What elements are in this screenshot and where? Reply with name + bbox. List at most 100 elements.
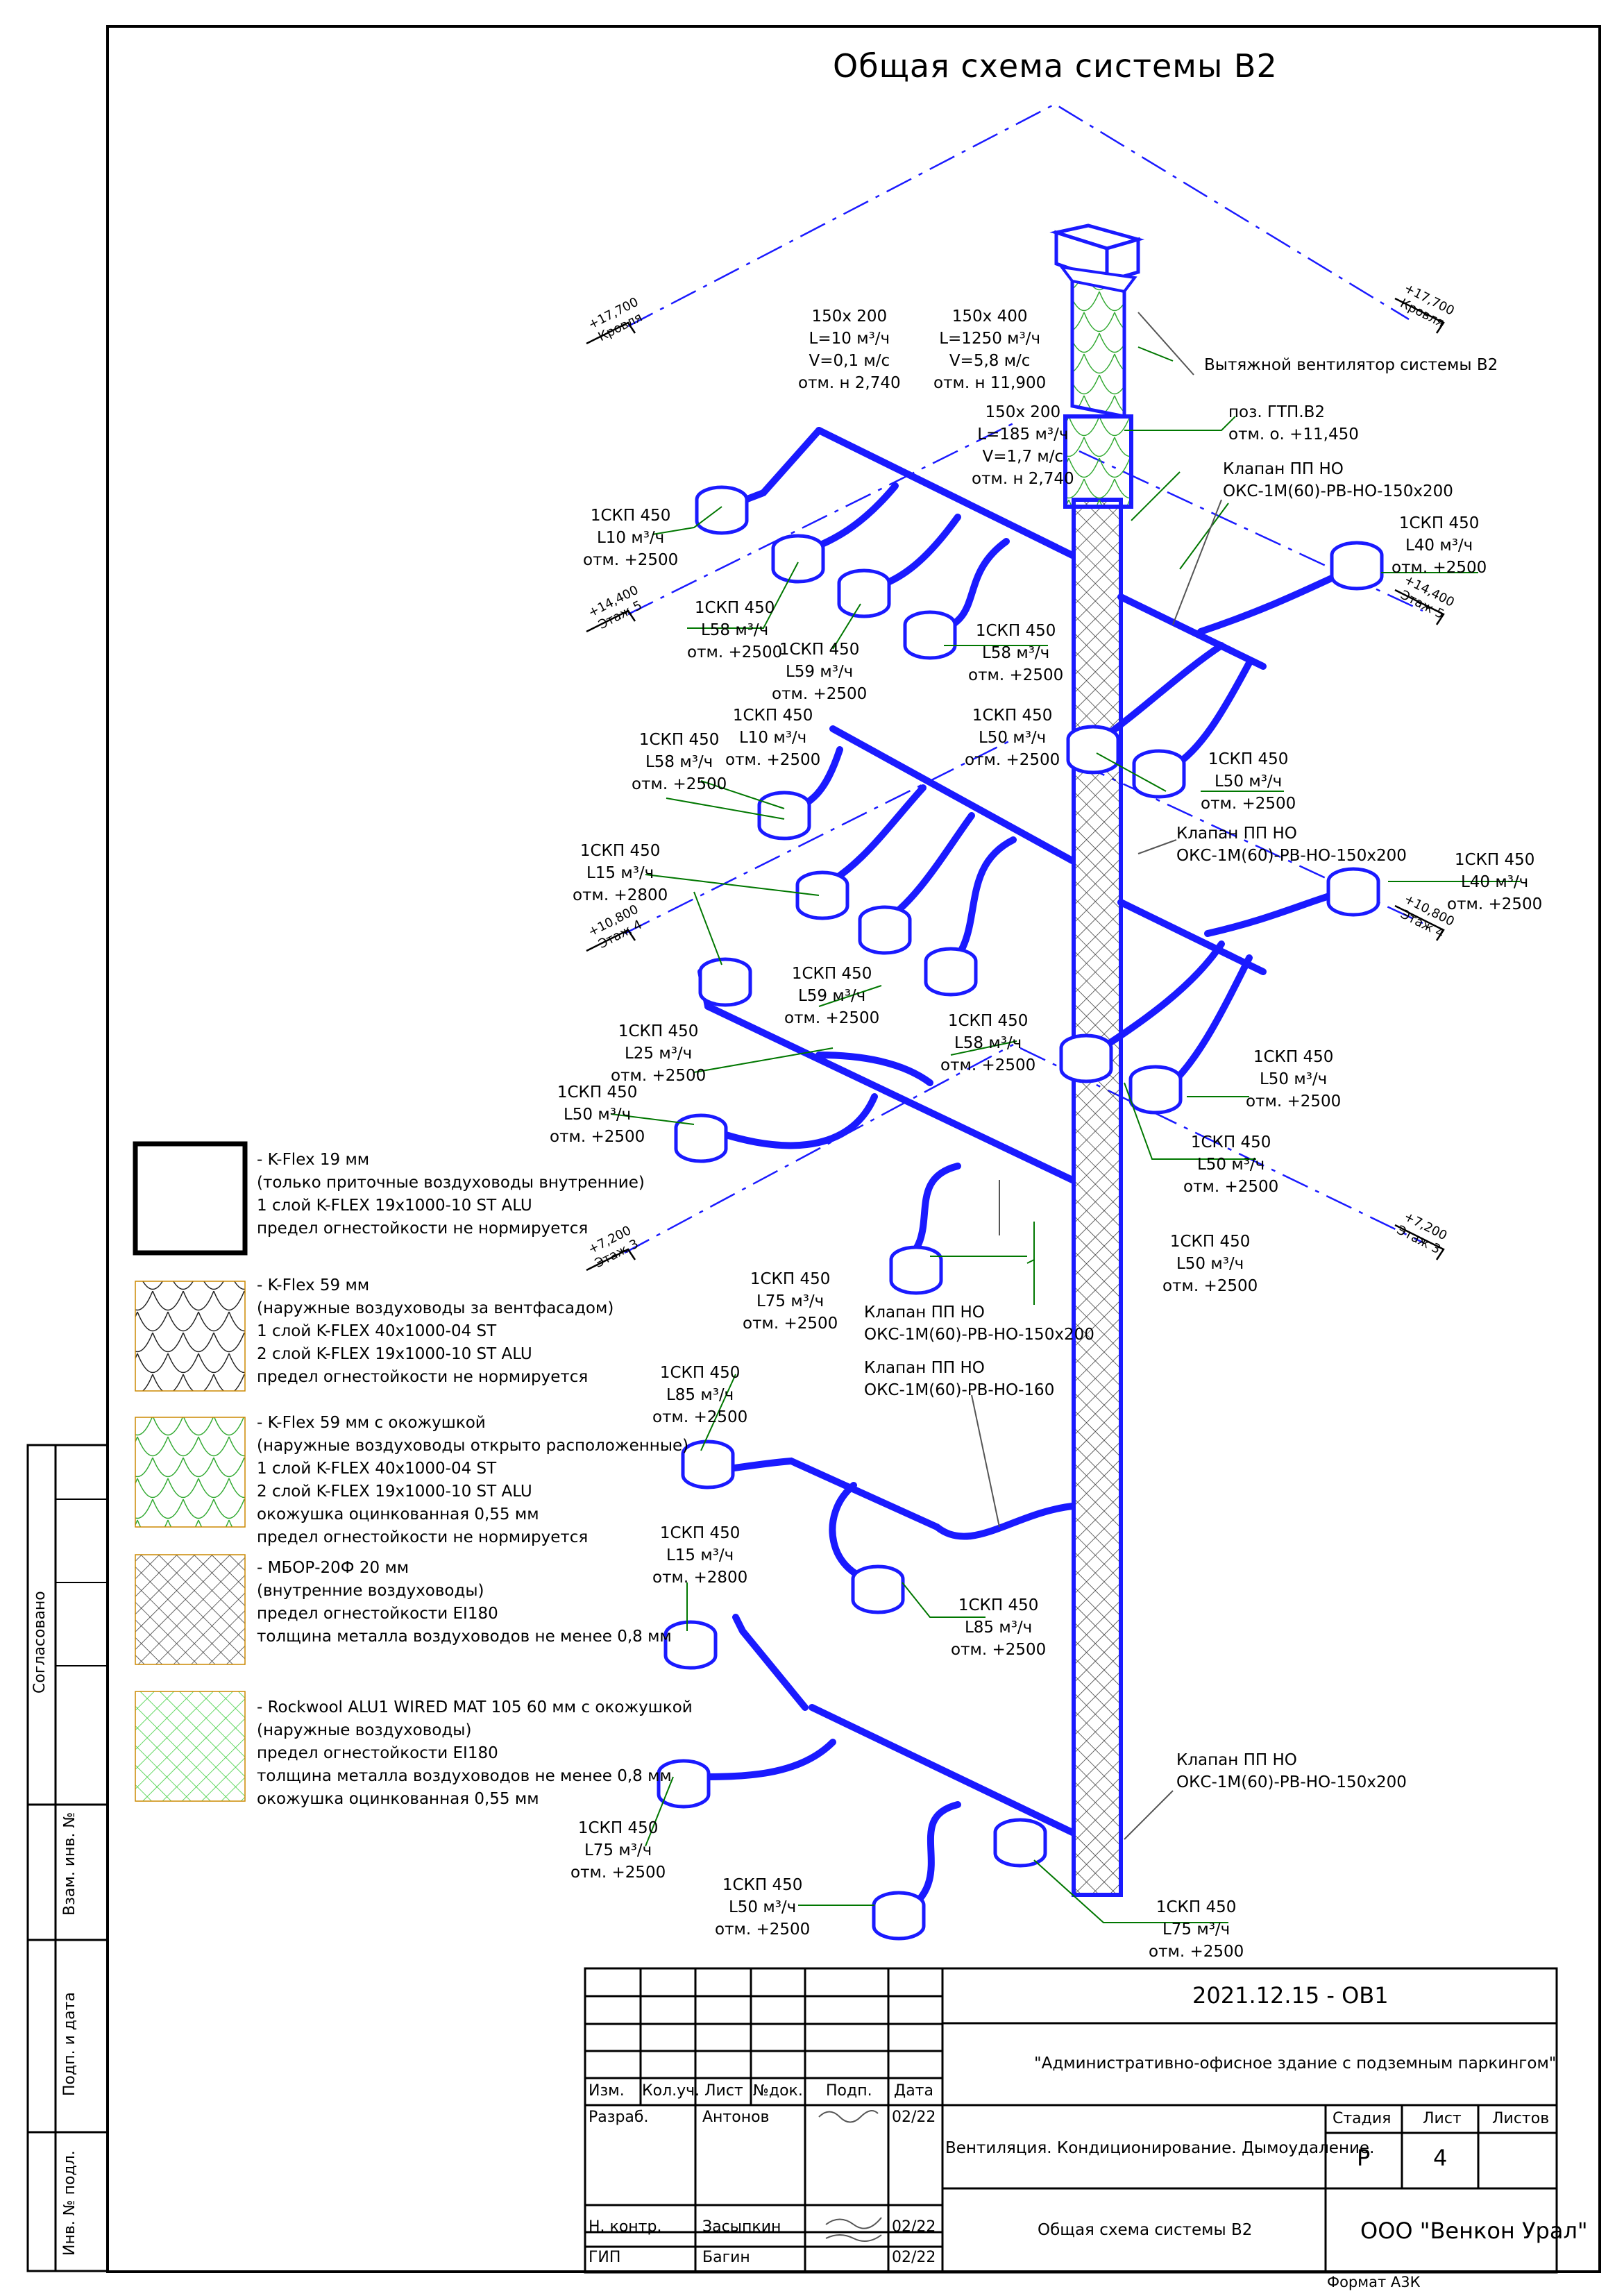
document-code: 2021.12.15 - ОВ1 — [1192, 1982, 1389, 2009]
legend-item: - МБОР-20Ф 20 мм(внутренние воздуховоды)… — [257, 1559, 672, 1646]
diffuser — [1330, 541, 1384, 591]
legend-swatch-rockwool — [135, 1691, 246, 1802]
signature — [818, 2110, 879, 2123]
diffuser — [993, 1818, 1047, 1868]
diffusers — [657, 485, 1384, 1941]
legend-swatch-kflex19 — [133, 1141, 248, 1256]
section-name: Вентиляция. Кондиционирование. Дымоудале… — [945, 2139, 1375, 2157]
diffuser — [1128, 1065, 1183, 1115]
level-marks — [586, 297, 1445, 1272]
stamp-header: Изм. — [589, 2082, 625, 2100]
stamp-header: Лист — [704, 2082, 743, 2100]
drawing-title: Общая схема системы В2 — [833, 47, 1278, 85]
stamp-name: Антонов — [702, 2109, 770, 2126]
stamp-date: 02/22 — [892, 2109, 936, 2126]
diffuser — [851, 1564, 905, 1614]
stamp-header: Кол.уч. — [642, 2082, 700, 2100]
legend-item: - Rockwool ALU1 WIRED MAT 105 60 мм с ок… — [257, 1698, 693, 1808]
sheet-format: Формат А3К — [1327, 2274, 1421, 2290]
diffuser — [889, 1245, 943, 1295]
diffuser — [698, 957, 752, 1007]
main-riser — [1072, 498, 1123, 1897]
diffuser — [1326, 867, 1380, 917]
legend-item: - K-Flex 59 мм(наружные воздуховоды за в… — [257, 1276, 614, 1386]
sheets-label: Листов — [1492, 2110, 1550, 2127]
diffuser — [695, 485, 749, 535]
stamp-header: №док. — [753, 2082, 803, 2100]
diffuser — [771, 534, 825, 584]
valve-leaders — [971, 312, 1222, 1840]
diffuser — [1059, 1033, 1113, 1083]
diffuser — [1066, 725, 1120, 775]
leader-lines — [610, 346, 1520, 1923]
fan-label: Вытяжной вентилятор системы В2 — [1204, 356, 1498, 374]
side-stamp-label: Согласовано — [31, 1591, 49, 1694]
stamp-header: Дата — [894, 2082, 933, 2100]
side-stamp-label: Подп. и дата — [61, 1992, 78, 2096]
object-name: "Административно-офисное здание с подзем… — [1034, 2054, 1557, 2073]
legend-item: - K-Flex 19 мм(только приточные воздухов… — [257, 1151, 645, 1238]
diffuser — [872, 1891, 926, 1941]
signature — [825, 2217, 882, 2229]
side-stamp-frame — [26, 1444, 109, 2272]
stamp-name: Багин — [702, 2249, 750, 2266]
diffuser — [1132, 749, 1186, 799]
diffuser — [681, 1440, 735, 1489]
legend-swatch-kflex59-clad — [135, 1417, 246, 1528]
stage-label: Стадия — [1333, 2110, 1392, 2127]
company-name: ООО "Венкон Урал" — [1360, 2218, 1588, 2244]
diffuser — [757, 791, 811, 841]
stamp-role: Разраб. — [589, 2109, 649, 2126]
sheet-value: 4 — [1433, 2145, 1448, 2171]
side-stamp-label: Взам. инв. № — [61, 1812, 78, 1916]
roof-fan — [1049, 223, 1145, 419]
side-stamp-label: Инв. № подл. — [61, 2150, 78, 2256]
stage-value: Р — [1357, 2145, 1371, 2171]
stamp-date: 02/22 — [892, 2249, 936, 2266]
gtp-block — [1063, 414, 1133, 509]
diffuser — [924, 947, 978, 997]
sheet-title: Общая схема системы В2 — [1038, 2221, 1253, 2239]
diffuser — [663, 1620, 718, 1670]
stamp-date: 02/22 — [892, 2218, 936, 2236]
signature — [825, 2234, 882, 2242]
diffuser — [674, 1113, 728, 1163]
diffuser — [903, 610, 957, 660]
legend-item: - K-Flex 59 мм с окожушкой(наружные возд… — [257, 1414, 689, 1546]
title-block-grid — [584, 1967, 1558, 2274]
legend-swatch-mbor — [135, 1554, 246, 1665]
legend-swatch-kflex59 — [135, 1281, 246, 1392]
stamp-header: Подп. — [826, 2082, 872, 2100]
